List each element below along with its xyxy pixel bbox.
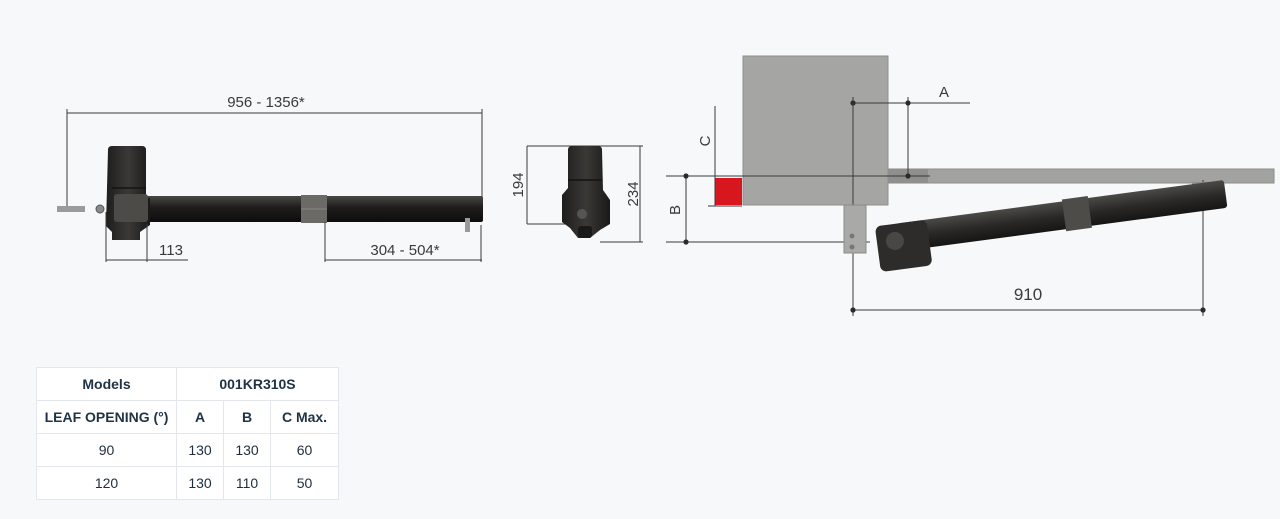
front-shaft <box>577 209 587 219</box>
column-header-leaf-opening: LEAF OPENING (°) <box>36 400 177 434</box>
installed-operator <box>875 180 1228 272</box>
total-length-label: 956 - 1356* <box>227 94 305 111</box>
pillar-bracket-red <box>715 178 742 205</box>
stroke-label: 304 - 504* <box>370 242 439 259</box>
front-motor-body <box>562 146 610 238</box>
height-234-label: 234 <box>625 181 642 206</box>
length-910-label: 910 <box>1014 285 1042 304</box>
label-a: A <box>939 84 949 101</box>
dim-dot <box>850 307 856 313</box>
motor-housing <box>106 146 150 240</box>
offset-113-label: 113 <box>159 242 183 259</box>
installed-operator-tube <box>897 180 1228 251</box>
table-cell: 50 <box>270 466 339 500</box>
dim-dot <box>683 239 689 245</box>
table-cell: 120 <box>36 466 177 500</box>
height-194-label: 194 <box>510 172 527 197</box>
table-row: 120 130 110 50 <box>36 466 339 500</box>
column-header-b: B <box>223 400 271 434</box>
gate-leaf <box>887 168 1275 184</box>
table-row: 90 130 130 60 <box>36 433 339 467</box>
table-cell: 90 <box>36 433 177 467</box>
model-name-header: 001KR310S <box>176 367 339 401</box>
rear-pivot-pin <box>95 204 105 214</box>
front-attachment-pin <box>465 218 470 232</box>
rear-bracket <box>57 206 85 212</box>
table-cell: 110 <box>223 466 271 500</box>
models-header: Models <box>36 367 177 401</box>
motor-gearbox-cover <box>114 194 148 222</box>
label-c: C <box>697 135 714 146</box>
installed-operator-collar <box>1061 196 1092 232</box>
operator-wall-bracket <box>843 204 867 254</box>
gate-pillar <box>742 55 889 206</box>
column-header-c-max: C Max. <box>270 400 339 434</box>
side-view-operator: 956 - 1356* 113 304 - 504* <box>57 94 483 262</box>
table-cell: 60 <box>270 433 339 467</box>
dim-dot <box>683 173 689 179</box>
table-cell: 130 <box>176 433 224 467</box>
installation-plan: C B A 910 <box>666 55 1275 316</box>
dim-dot <box>1200 307 1206 313</box>
table-header-row: Models 001KR310S <box>36 367 339 401</box>
specs-table: Models 001KR310S LEAF OPENING (°) A B C … <box>36 367 339 500</box>
dim-dot <box>905 173 911 179</box>
column-header-a: A <box>176 400 224 434</box>
table-cell: 130 <box>223 433 271 467</box>
table-cell: 130 <box>176 466 224 500</box>
dim-dot <box>905 100 911 106</box>
label-b: B <box>667 205 684 215</box>
installed-operator-motor <box>875 220 932 272</box>
front-view-operator: 194 234 <box>510 145 643 243</box>
table-subheader-row: LEAF OPENING (°) A B C Max. <box>36 400 339 434</box>
